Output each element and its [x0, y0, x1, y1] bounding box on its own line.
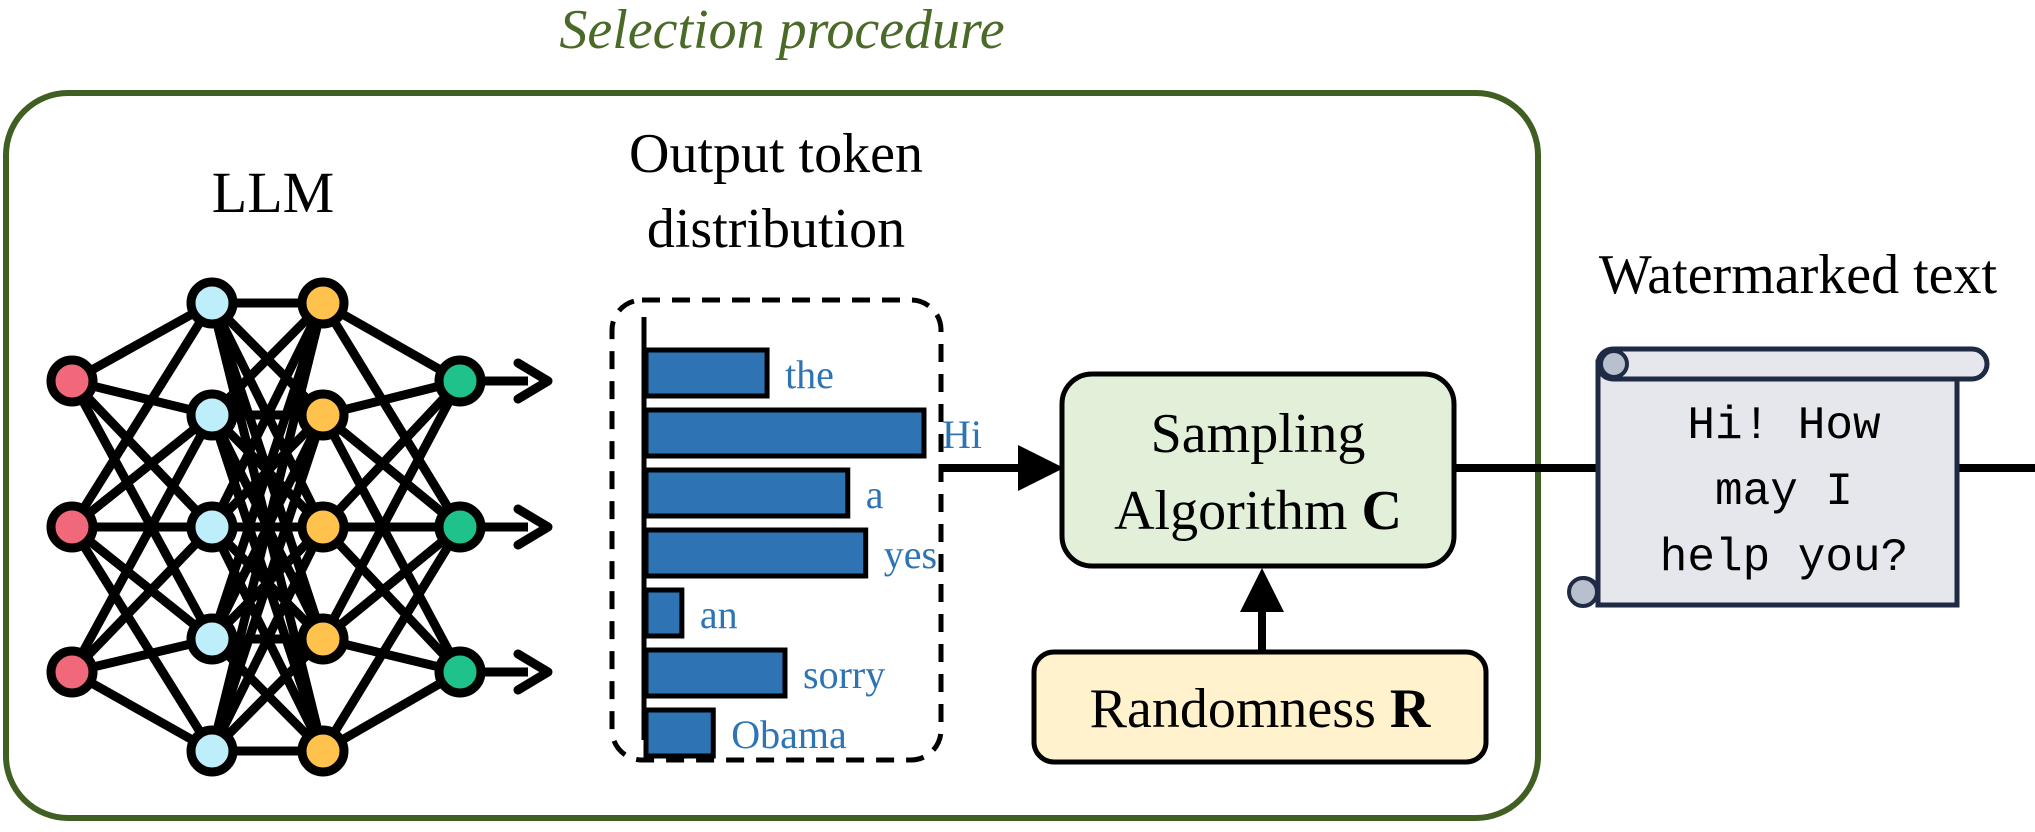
scroll-icon: [1567, 346, 1990, 608]
llm-node: [46, 501, 98, 553]
llm-edge: [69, 523, 215, 643]
llm-node: [434, 646, 486, 698]
llm-node: [186, 613, 238, 665]
selection-procedure-title: Selection procedure: [559, 0, 1004, 61]
token-label-hi: Hi: [942, 412, 982, 457]
llm-node: [297, 277, 349, 329]
sampling-algorithm-line2: Algorithm C: [1114, 480, 1402, 542]
llm-output-arrowhead: [513, 358, 553, 404]
token-label-a: a: [866, 472, 884, 517]
llm-edge: [68, 523, 216, 676]
watermarked-text-line1: Hi! How: [1687, 400, 1881, 452]
sampling-algorithm-line1: Sampling: [1151, 403, 1366, 465]
llm-edge: [319, 300, 464, 530]
llm-edge: [68, 524, 216, 754]
token-bar-a: [643, 467, 851, 519]
llm-edge: [68, 377, 216, 531]
llm-network-icon: [46, 277, 553, 777]
llm-edge: [320, 299, 463, 385]
llm-edge: [69, 299, 215, 385]
llm-edge: [319, 524, 464, 754]
llm-node: [297, 389, 349, 441]
llm-edge: [319, 523, 464, 676]
llm-edge: [207, 301, 328, 529]
distribution-to-sampling-arrow: [941, 445, 1064, 491]
llm-output-arrowhead: [513, 649, 553, 695]
token-bar-yes: [643, 527, 869, 579]
distribution-frame: [609, 297, 944, 763]
llm-node: [186, 501, 238, 553]
llm-node: [186, 277, 238, 329]
token-bar-an: [643, 587, 685, 639]
llm-node: [46, 646, 98, 698]
llm-edge: [208, 635, 327, 755]
llm-edge: [208, 299, 327, 419]
llm-node: [186, 725, 238, 777]
distribution-title-line2: distribution: [647, 198, 905, 260]
llm-label: LLM: [212, 160, 334, 225]
llm-edge: [68, 412, 216, 675]
llm-node: [297, 613, 349, 665]
llm-edge: [319, 378, 464, 642]
llm-edge: [320, 411, 463, 531]
llm-node: [186, 389, 238, 441]
llm-node: [46, 355, 98, 407]
distribution-title-line1: Output token: [629, 123, 923, 185]
llm-edge: [69, 668, 215, 755]
llm-edge: [68, 300, 216, 530]
watermarked-text-line3: help you?: [1660, 532, 1908, 584]
watermarked-text-title: Watermarked text: [1599, 244, 1998, 306]
token-label-sorry: sorry: [803, 652, 885, 697]
llm-node: [297, 725, 349, 777]
watermarked-text-line2: may I: [1715, 466, 1853, 518]
llm-edge: [69, 411, 215, 531]
llm-edge: [320, 668, 463, 755]
llm-edge: [207, 413, 328, 753]
randomness-box: [1031, 649, 1489, 765]
llm-node: [297, 501, 349, 553]
token-label-yes: yes: [884, 532, 937, 577]
token-bar-obama: [643, 707, 716, 759]
token-label-obama: Obama: [731, 712, 847, 757]
llm-edge: [207, 525, 328, 753]
llm-edge: [319, 412, 464, 675]
llm-edge: [320, 523, 463, 643]
token-label-the: the: [785, 352, 834, 397]
llm-output-arrowhead: [513, 504, 553, 550]
selection-procedure-frame: [3, 90, 1541, 821]
llm-node: [434, 501, 486, 553]
token-bar-sorry: [643, 647, 788, 699]
token-bar-the: [643, 347, 770, 399]
randomness-to-sampling-arrow: [1240, 568, 1284, 652]
llm-edge: [207, 301, 328, 753]
llm-node: [434, 355, 486, 407]
llm-edge: [68, 378, 216, 642]
randomness-label: Randomness R: [1090, 678, 1431, 740]
token-bar-hi: [643, 407, 927, 459]
llm-edge: [319, 377, 464, 531]
token-label-an: an: [700, 592, 738, 637]
